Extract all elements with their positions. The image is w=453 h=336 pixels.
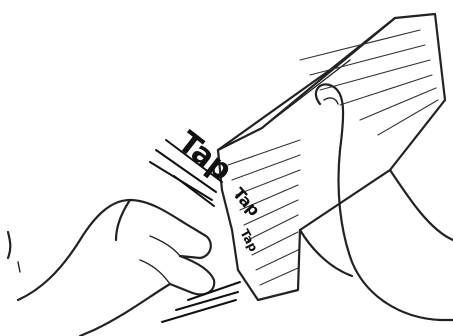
tap-label-large: Tap bbox=[171, 125, 239, 188]
tap-label-medium: Tap bbox=[229, 184, 264, 220]
card-deck bbox=[218, 14, 445, 300]
tap-label-small: Tap bbox=[237, 227, 261, 255]
